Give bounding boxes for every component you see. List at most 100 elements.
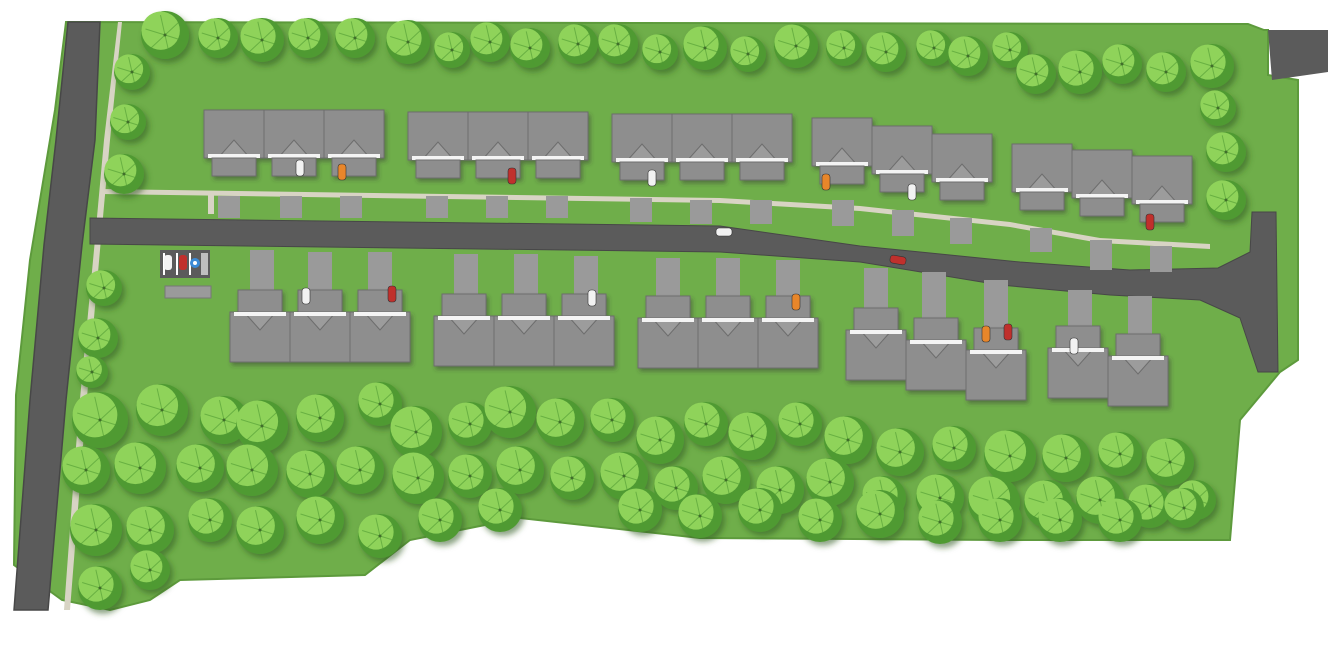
north-townhome-unit (203, 109, 265, 159)
tree (226, 444, 278, 496)
garage-wing (415, 159, 461, 179)
tree (70, 504, 122, 556)
tree (948, 36, 988, 76)
garage-wing (441, 293, 487, 317)
parked-cars (295, 159, 1155, 355)
south-townhome-unit (553, 315, 615, 367)
parked-car (1145, 213, 1155, 231)
garage-wing (237, 289, 283, 313)
parked-car (507, 167, 517, 185)
tree (200, 396, 248, 444)
tree (126, 506, 174, 554)
tree (636, 416, 684, 464)
garage-wing (501, 293, 547, 317)
tree (296, 394, 344, 442)
north-driveways (218, 196, 1172, 272)
north-townhome-unit (323, 109, 385, 159)
tree (1200, 90, 1236, 126)
tree (702, 456, 750, 504)
tree (110, 104, 146, 140)
tree (188, 498, 232, 542)
tree (798, 498, 842, 542)
tree (992, 32, 1028, 68)
tree (918, 500, 962, 544)
tree (392, 452, 444, 504)
tree (141, 11, 189, 59)
tree (478, 488, 522, 532)
tree (550, 456, 594, 500)
tree (496, 446, 544, 494)
north-townhome-unit (871, 125, 933, 175)
parked-car (821, 173, 831, 191)
tree (86, 270, 122, 306)
main-street (13, 21, 101, 611)
south-townhome-unit (697, 317, 759, 369)
parked-car (715, 227, 733, 237)
north-townhome-unit (467, 111, 529, 161)
garage-wing (1115, 333, 1161, 357)
east-tree-line (1200, 90, 1246, 220)
tree (470, 22, 510, 62)
tree (484, 386, 536, 438)
garage-wing (645, 295, 691, 319)
tree (130, 550, 170, 590)
tree (1016, 54, 1056, 94)
parked-car (587, 289, 597, 307)
tree (286, 450, 334, 498)
tree (876, 428, 924, 476)
tree (824, 416, 872, 464)
tree (296, 496, 344, 544)
south-townhome-unit (493, 315, 555, 367)
south-townhome-unit (349, 311, 411, 363)
tree (114, 442, 166, 494)
accessible-space-icon (190, 258, 200, 268)
tree (1164, 488, 1204, 528)
tree (916, 30, 952, 66)
tree (730, 36, 766, 72)
tree (510, 28, 550, 68)
tree (738, 488, 782, 532)
garage-wing (1019, 191, 1065, 211)
south-townhome-unit (757, 317, 819, 369)
tree (358, 382, 402, 426)
north-townhome-unit (263, 109, 325, 159)
north-tree-line (104, 11, 1234, 194)
south-townhome-unit (637, 317, 699, 369)
garage-wing (705, 295, 751, 319)
south-townhome-unit (289, 311, 351, 363)
parked-car (1003, 323, 1013, 341)
north-townhome-unit (1071, 149, 1133, 199)
tree (434, 32, 470, 68)
garage-wing (561, 293, 607, 317)
south-townhome-row (229, 289, 1169, 407)
tree (678, 494, 722, 538)
south-townhome-unit (1107, 355, 1169, 407)
south-townhome-unit (1047, 347, 1109, 399)
garage-wing (679, 161, 725, 181)
parked-car (647, 169, 657, 187)
tree (866, 32, 906, 72)
tree (932, 426, 976, 470)
tree (358, 514, 402, 558)
parked-car (981, 325, 991, 343)
garage-wing (211, 157, 257, 177)
garage-wing (271, 157, 317, 177)
north-townhome-unit (931, 133, 993, 183)
tree (1146, 438, 1194, 486)
garage-wing (939, 181, 985, 201)
south-woodland (62, 382, 1216, 610)
west-tree-line (76, 270, 122, 388)
tree (336, 446, 384, 494)
tree (728, 412, 776, 460)
north-townhome-unit (527, 111, 589, 161)
tree (774, 24, 818, 68)
tree (618, 488, 662, 532)
tree (806, 458, 854, 506)
tree (978, 498, 1022, 542)
tree (448, 402, 492, 446)
parked-car (791, 293, 801, 311)
subdivision-loop-road (89, 211, 1279, 373)
tree (390, 406, 442, 458)
tree (1042, 434, 1090, 482)
